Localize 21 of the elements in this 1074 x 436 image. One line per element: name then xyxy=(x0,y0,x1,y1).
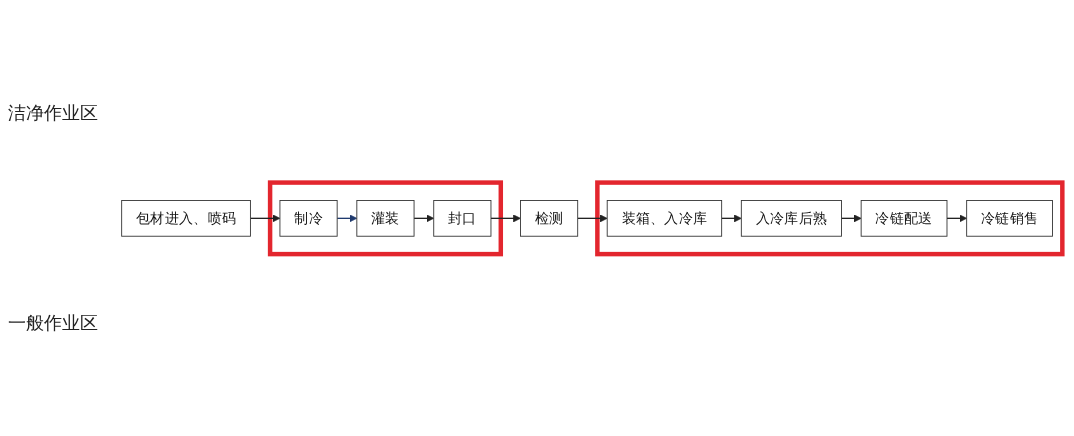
arrow xyxy=(946,214,967,222)
arrow xyxy=(721,214,742,222)
zone-label: 一般作业区 xyxy=(8,311,99,335)
node-box: 封口 xyxy=(433,199,492,237)
arrow xyxy=(336,214,358,222)
arrow xyxy=(840,214,862,222)
arrow xyxy=(249,214,281,222)
node-box: 入冷库后熟 xyxy=(740,199,842,237)
zone-label: 洁净作业区 xyxy=(8,101,99,125)
node-box: 冷链配送 xyxy=(860,199,948,237)
node-box: 冷链销售 xyxy=(966,199,1053,237)
arrow xyxy=(413,214,435,222)
node-box: 灌装 xyxy=(356,199,415,237)
cluster xyxy=(267,180,504,256)
cluster xyxy=(595,180,1065,256)
node-box: 制冷 xyxy=(279,199,338,237)
node-box: 检测 xyxy=(520,199,579,237)
node-box: 包材进入、喷码 xyxy=(121,199,251,237)
node-box: 装箱、入冷库 xyxy=(606,199,723,237)
arrow xyxy=(490,214,521,222)
arrow xyxy=(577,214,608,222)
